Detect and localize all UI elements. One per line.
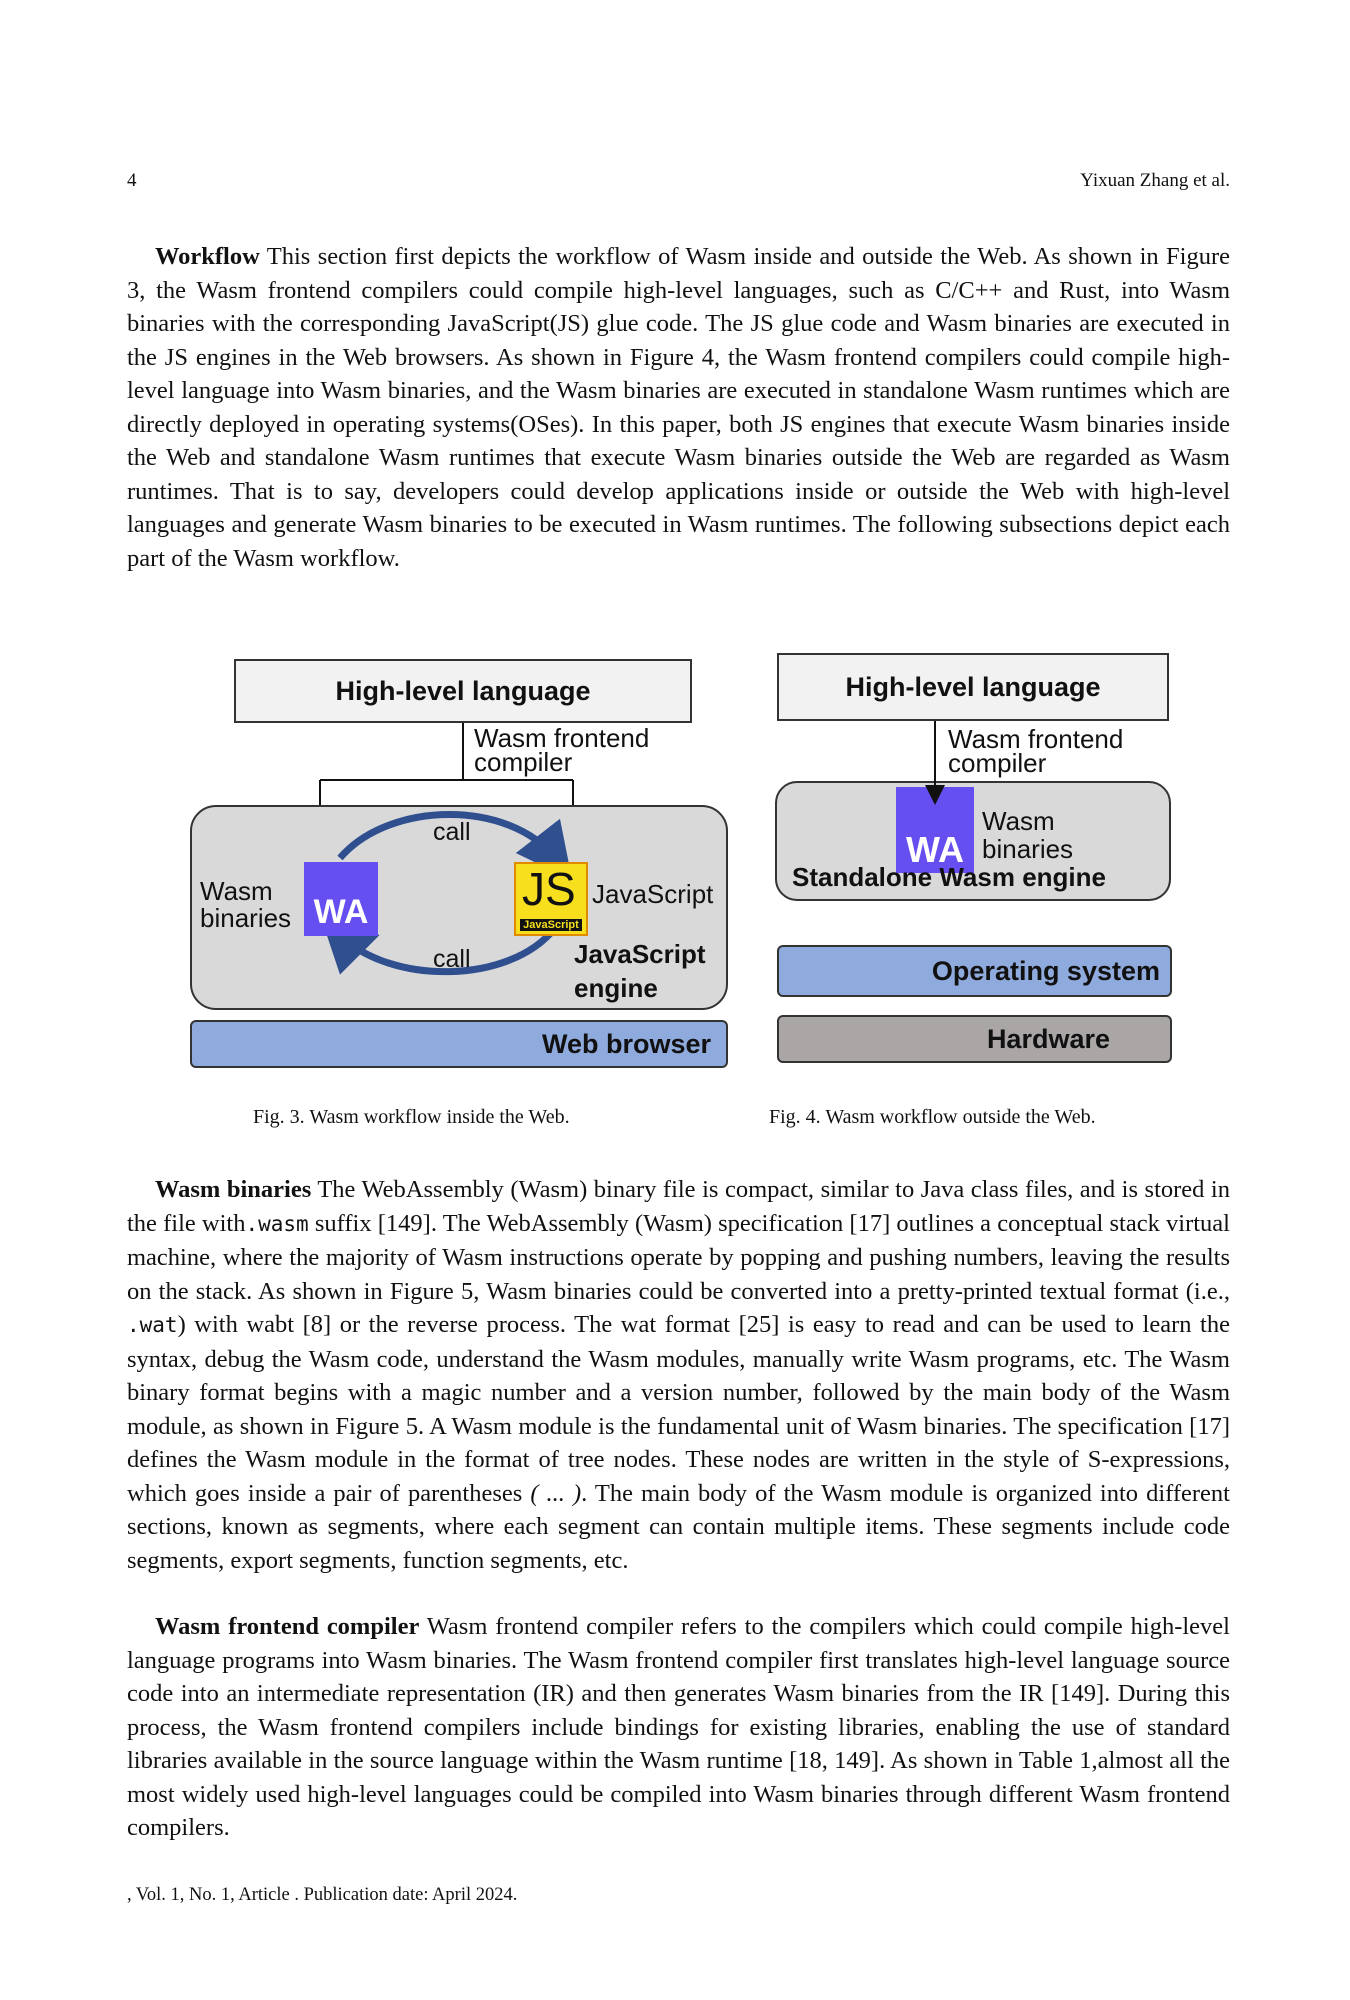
figure-3: High-level language Wasm frontend compil… [190, 650, 740, 1070]
compiler-label: Wasm frontend compiler [474, 723, 650, 777]
figure-4: High-level language WA Wasm frontend com… [770, 645, 1180, 1070]
footer-publication-info: , Vol. 1, No. 1, Article . Publication d… [127, 1885, 518, 1905]
standalone-engine-label: Standalone Wasm engine [792, 862, 1106, 892]
call-arrows [320, 811, 573, 976]
code-wat-suffix: .wat [127, 1313, 178, 1337]
heading-wasm-binaries: Wasm binaries [155, 1176, 312, 1203]
binaries-text-2: suffix [149]. The WebAssembly (Wasm) spe… [127, 1209, 1230, 1305]
high-level-language-box-4: High-level language [777, 653, 1169, 721]
call-label-bottom: call [433, 945, 471, 973]
javascript-label: JavaScript [592, 879, 714, 909]
frontend-text: Wasm frontend compiler refers to the com… [127, 1613, 1230, 1841]
javascript-logo-icon: JS JavaScript [514, 862, 588, 936]
high-level-language-label: High-level language [335, 675, 591, 706]
paragraph-wasm-binaries: Wasm binaries The WebAssembly (Wasm) bin… [127, 1173, 1230, 1577]
call-label-top: call [433, 818, 471, 846]
compiler-arrow-4b [925, 721, 945, 805]
high-level-language-box: High-level language [234, 659, 692, 723]
figure-3-caption: Fig. 3. Wasm workflow inside the Web. [253, 1106, 570, 1128]
paragraph-workflow: Workflow This section first depicts the … [127, 240, 1230, 575]
running-head: Yixuan Zhang et al. [1080, 170, 1230, 191]
compiler-label-4: Wasm frontend compiler [948, 724, 1124, 778]
wasm-logo-icon: WA [304, 862, 378, 936]
binaries-text-4: . The main body of the Wasm module is or… [127, 1479, 1230, 1574]
figure-4-caption: Fig. 4. Wasm workflow outside the Web. [769, 1106, 1096, 1128]
heading-frontend-compiler: Wasm frontend compiler [155, 1613, 420, 1640]
paragraph-frontend-compiler: Wasm frontend compiler Wasm frontend com… [127, 1610, 1230, 1845]
operating-system-bar: Operating system [777, 945, 1172, 997]
workflow-text: This section first depicts the workflow … [127, 243, 1230, 572]
javascript-engine-label: JavaScript engine [574, 939, 706, 1003]
web-browser-bar: Web browser [190, 1020, 728, 1068]
call-arrow-bottom [320, 915, 558, 976]
wasm-binaries-label-4: Wasm binaries [982, 806, 1074, 864]
parentheses-italic: ( ... ) [530, 1479, 582, 1507]
code-wasm-suffix: .wasm [245, 1211, 309, 1236]
binaries-text-3: ) with wabt [8] or the reverse process. … [127, 1311, 1230, 1507]
hardware-bar: Hardware [777, 1015, 1172, 1063]
javascript-engine-box [190, 805, 728, 1010]
call-arrow-top [337, 811, 573, 881]
page-number: 4 [127, 170, 137, 191]
binaries-text-1: The WebAssembly (Wasm) binary file is co… [127, 1176, 1230, 1237]
high-level-language-label-4: High-level language [845, 671, 1101, 702]
wasm-binaries-label: Wasm binaries [200, 876, 292, 933]
heading-workflow: Workflow [155, 243, 260, 270]
